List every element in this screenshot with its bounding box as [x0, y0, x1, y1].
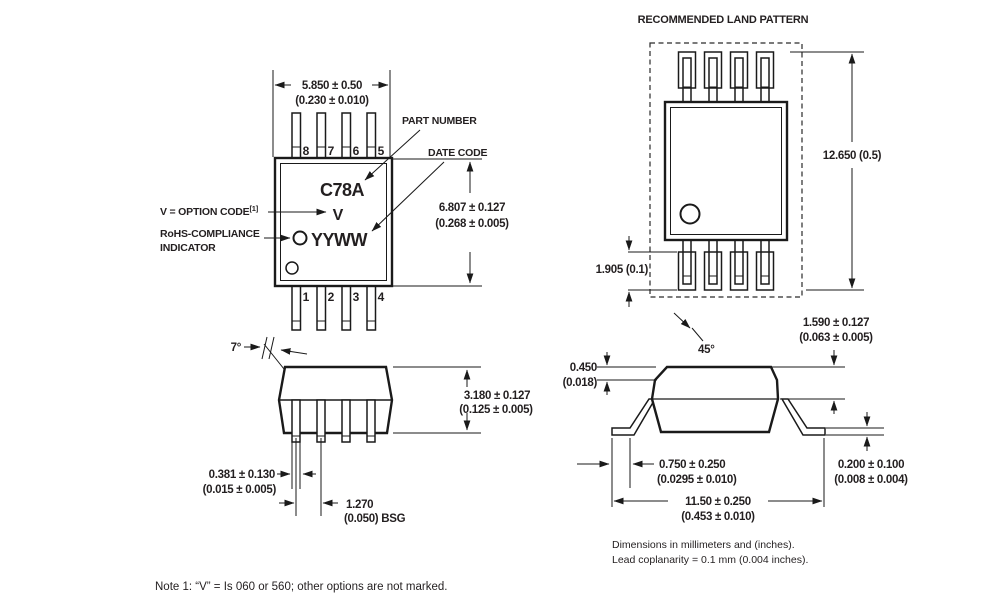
- units-note-line2: Lead coplanarity = 0.1 mm (0.004 inches)…: [612, 554, 808, 566]
- pin-number: 4: [378, 290, 385, 304]
- marking-part-number: C78A: [320, 180, 365, 200]
- units-note-line1: Dimensions in millimeters and (inches).: [612, 539, 795, 551]
- package-body-inner-outline: [280, 163, 387, 281]
- part-number-label: PART NUMBER: [402, 115, 477, 127]
- dim-land-height: 12.650 (0.5): [823, 150, 882, 162]
- land-pattern-boundary: [649, 42, 803, 298]
- rohs-indicator-circle: [292, 230, 308, 246]
- dim-standoff-mm: 0.200 ± 0.100: [838, 459, 904, 471]
- dim-front-height-mm: 3.180 ± 0.127: [464, 390, 530, 402]
- dim-standoff-in: (0.008 ± 0.004): [834, 474, 908, 486]
- option-code-label: V = OPTION CODE[1]: [160, 204, 259, 218]
- rohs-label-line1: RoHS-COMPLIANCE: [160, 228, 260, 240]
- dim-body-height-in: (0.268 ± 0.005): [435, 218, 509, 230]
- dim-foot-in: (0.0295 ± 0.010): [657, 474, 737, 486]
- pin-number: 6: [353, 144, 360, 158]
- date-code-leader: [371, 161, 445, 232]
- side-view: 45° 0.450 (0.018) 1.590 ± 0.127 (0.063 ±…: [563, 312, 908, 523]
- pin-number: 1: [303, 290, 310, 304]
- dim-chamfer-in: (0.018): [563, 377, 598, 389]
- pin-number: 7: [328, 144, 335, 158]
- dim-half-height-in: (0.063 ± 0.005): [799, 332, 873, 344]
- marking-date-code: YYWW: [311, 230, 368, 250]
- land-pattern-title: RECOMMENDED LAND PATTERN: [638, 14, 809, 26]
- chamfer-angle-label: 45°: [698, 344, 715, 356]
- dim-land-pad: 1.905 (0.1): [596, 264, 649, 276]
- top-leads: [291, 112, 377, 159]
- dim-foot-mm: 0.750 ± 0.250: [659, 459, 725, 471]
- dim-chamfer-mm: 0.450: [570, 362, 597, 374]
- draft-angle-label: 7°: [231, 342, 242, 354]
- dim-body-height-mm: 6.807 ± 0.127: [439, 202, 505, 214]
- dim-lead-width-in: (0.015 ± 0.005): [203, 484, 277, 496]
- land-pattern-pin1-circle: [679, 203, 701, 225]
- dim-front-height-in: (0.125 ± 0.005): [459, 404, 533, 416]
- draft-arrow: [280, 348, 308, 355]
- dim-half-height-mm: 1.590 ± 0.127: [803, 317, 869, 329]
- dim-span-mm: 11.50 ± 0.250: [685, 496, 751, 508]
- land-pattern-view: RECOMMENDED LAND PATTERN 12.650 (0.5): [596, 14, 882, 307]
- rohs-label-line2: INDICATOR: [160, 242, 216, 254]
- dim-lead-width-mm: 0.381 ± 0.130: [209, 469, 275, 481]
- chamfer-leader: [673, 312, 691, 329]
- dim-pitch-in: (0.050) BSG: [344, 513, 406, 525]
- pin-number: 3: [353, 290, 360, 304]
- front-view: 7° 3.180 ± 0.127 (0.125 ± 0.005) 0.381 ±…: [203, 336, 533, 525]
- dim-body-width-in: (0.230 ± 0.010): [295, 95, 369, 107]
- top-view: 5.850 ± 0.50 (0.230 ± 0.010) 8 7 6 5 1 2…: [160, 70, 509, 331]
- land-pads-bottom: [677, 237, 775, 291]
- land-pattern-body: [663, 100, 789, 242]
- land-pattern-body-inner: [670, 107, 782, 235]
- pin-number: 8: [303, 144, 310, 158]
- part-number-leader: [364, 129, 421, 181]
- dim-pitch-mm: 1.270: [346, 499, 373, 511]
- footnote-1: Note 1: “V” = Is 060 or 560; other optio…: [155, 581, 447, 593]
- dim-body-width-mm: 5.850 ± 0.50: [302, 80, 362, 92]
- notes: Dimensions in millimeters and (inches). …: [155, 539, 808, 593]
- pin1-indicator-circle: [285, 261, 299, 275]
- pin-number: 5: [378, 144, 385, 158]
- marking-option-code: V: [333, 207, 344, 224]
- dim-span-in: (0.453 ± 0.010): [681, 511, 755, 523]
- pin-number: 2: [328, 290, 335, 304]
- front-leads: [291, 399, 376, 443]
- date-code-label: DATE CODE: [428, 147, 487, 159]
